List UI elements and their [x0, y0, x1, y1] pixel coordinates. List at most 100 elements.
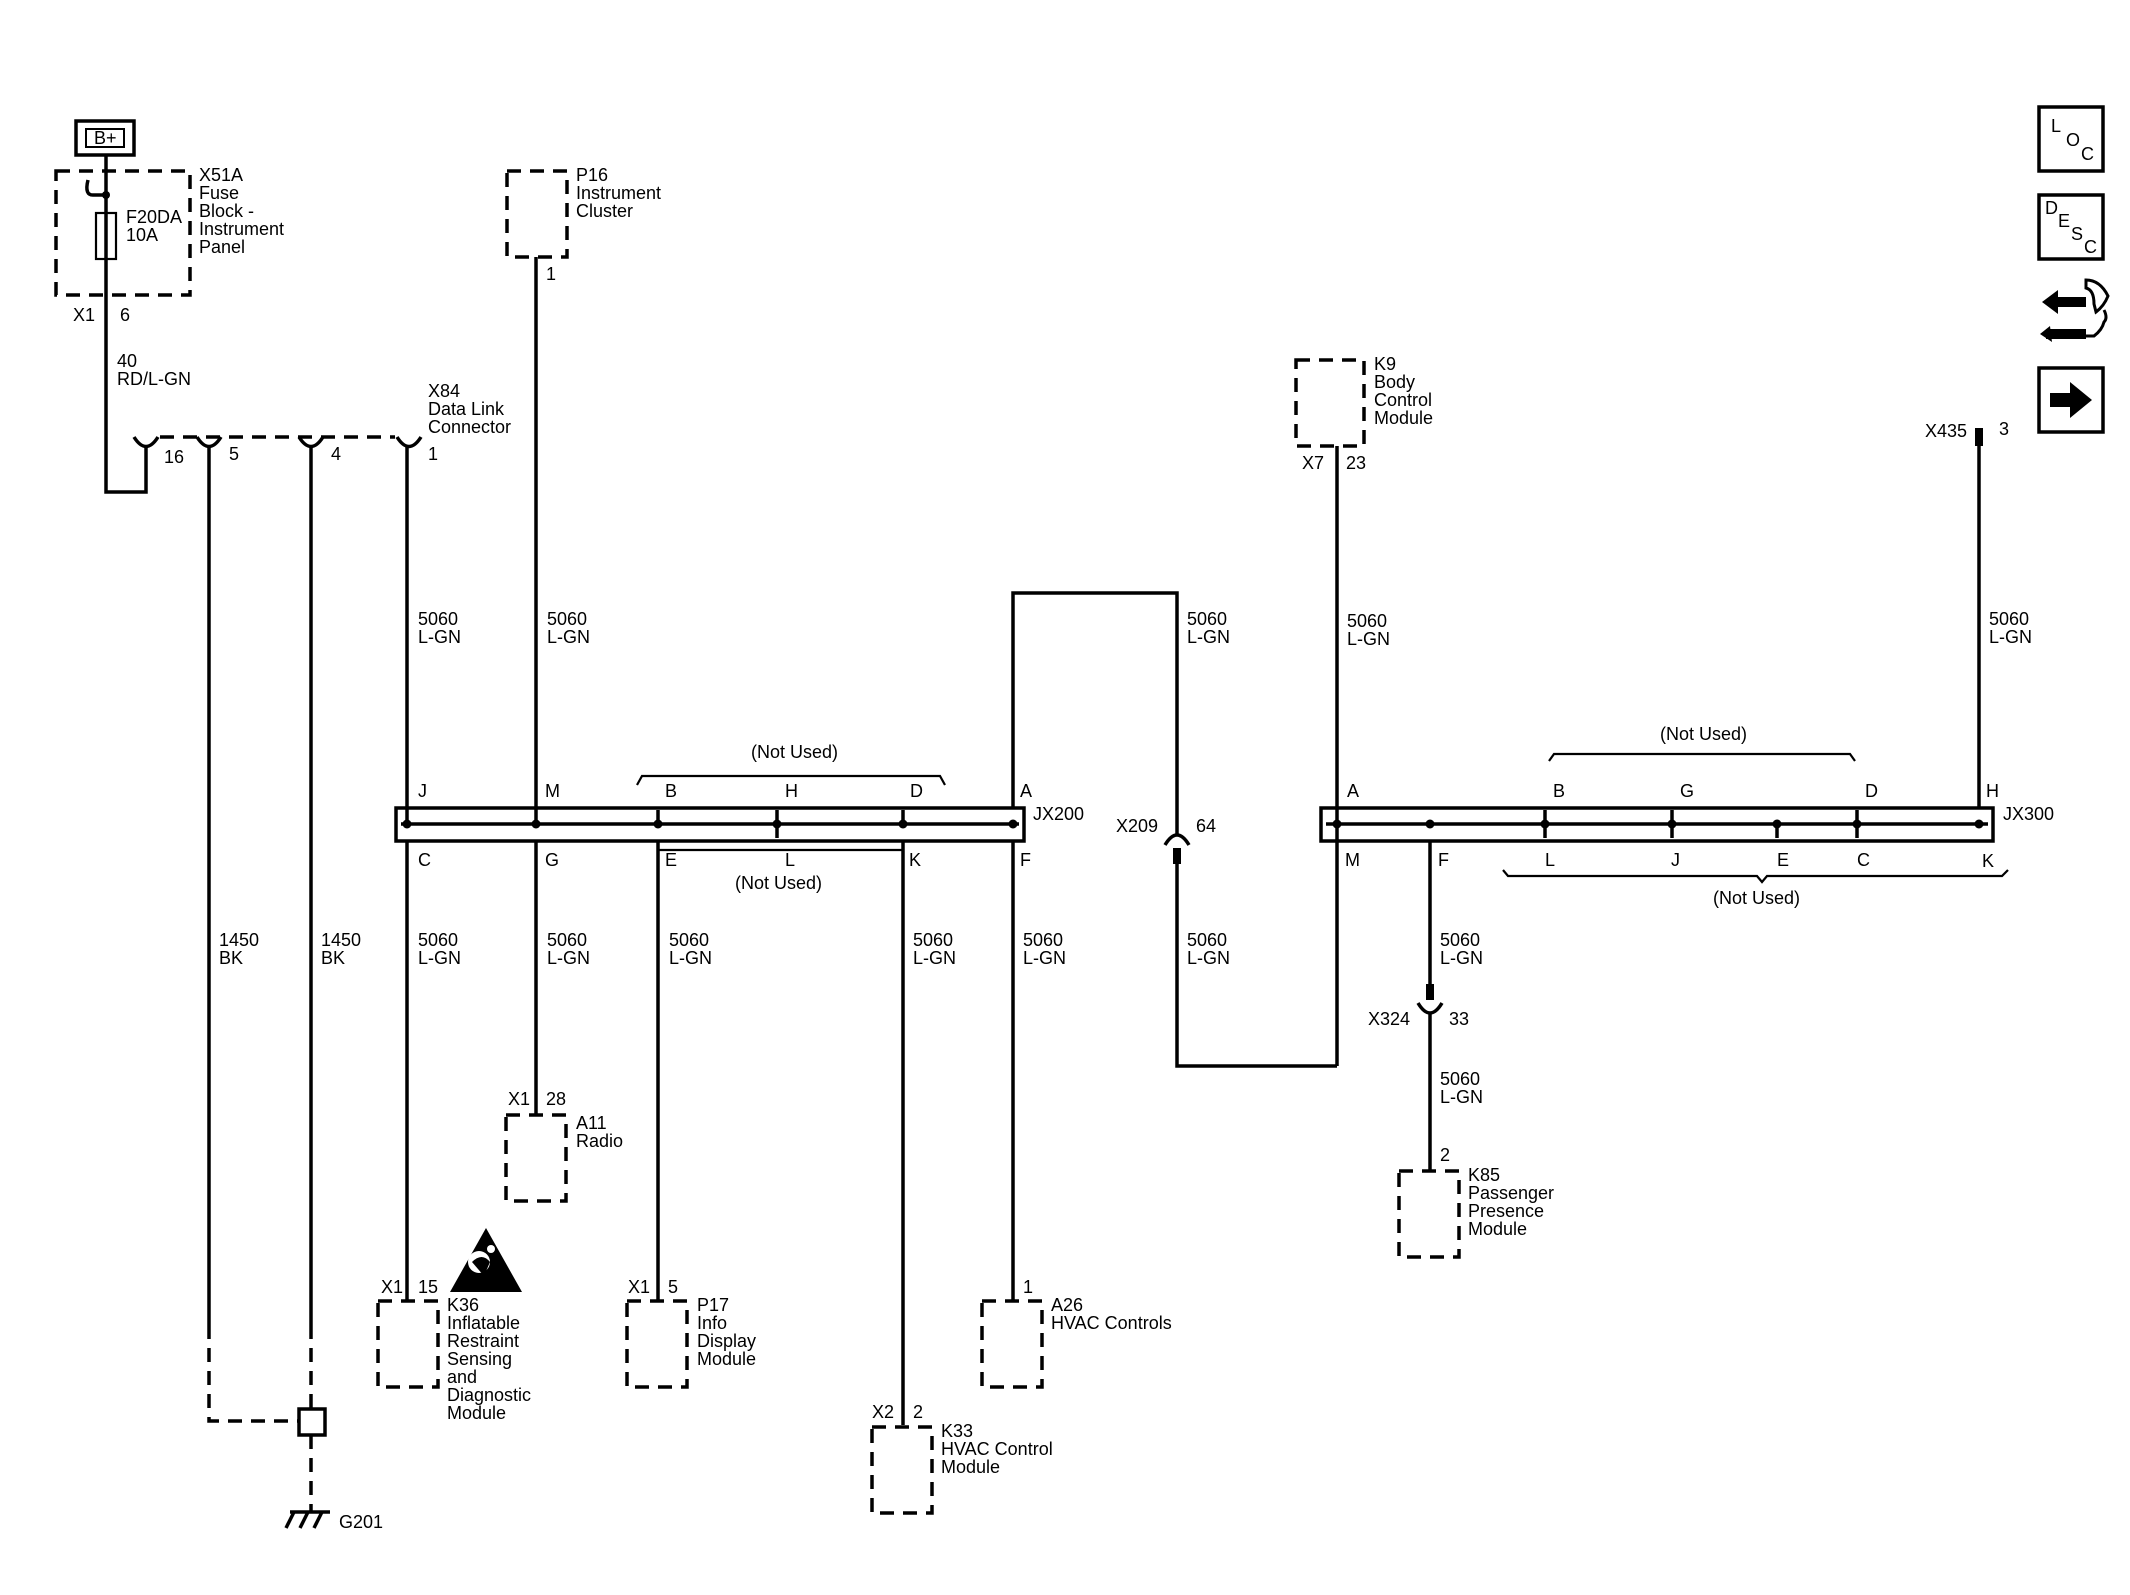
dlc-pin-5: 5	[229, 444, 239, 464]
jx200-pin-F: F	[1020, 850, 1031, 870]
hvac-controls-outline	[980, 1299, 1044, 1389]
jx200-not-used-top: (Not Used)	[751, 742, 838, 762]
jx200-pin-B: B	[665, 781, 677, 801]
loc-button[interactable]: L O C	[2037, 105, 2105, 173]
jx300-outline	[1319, 806, 1995, 843]
jx300-not-used-bottom: (Not Used)	[1713, 888, 1800, 908]
wire-color-jx300-f: L-GN	[1440, 948, 1483, 968]
jx200-outline	[394, 806, 1026, 843]
hvac-controls-id: A26	[1051, 1295, 1083, 1315]
dlc-name-2: Connector	[428, 417, 511, 437]
jx200-pin-J: J	[418, 781, 427, 801]
jx300-pin-H: H	[1986, 781, 1999, 801]
body-control-module-outline	[1294, 358, 1366, 448]
bcm-id: K9	[1374, 354, 1396, 374]
fuse-feed-wire	[104, 295, 148, 494]
wire-circuit-ipc: 5060	[547, 609, 587, 629]
jx200-not-used-bottom: (Not Used)	[735, 873, 822, 893]
jx300-pin-K: K	[1982, 851, 1994, 871]
ground-id: G201	[339, 1512, 383, 1532]
wire-color-x324: L-GN	[1440, 1087, 1483, 1107]
radio-name: Radio	[576, 1131, 623, 1151]
fuse-block-name-2: Block -	[199, 201, 254, 221]
hvac-module-connector: X2	[872, 1402, 894, 1422]
jx200-pin-A: A	[1020, 781, 1032, 801]
airbag-name-6: Module	[447, 1403, 506, 1423]
passenger-presence-outline	[1397, 1169, 1461, 1259]
hvac-module-name-1: HVAC Control	[941, 1439, 1053, 1459]
fuse-block-outline	[54, 169, 192, 297]
jx200-pin-H: H	[785, 781, 798, 801]
jx200-pin-M: M	[545, 781, 560, 801]
wire-circuit-bcm: 5060	[1347, 611, 1387, 631]
x324-connector	[1416, 1002, 1444, 1015]
next-button[interactable]	[2037, 366, 2105, 434]
wire-circuit-f: 5060	[1023, 930, 1063, 950]
x324-id: X324	[1368, 1009, 1410, 1029]
airbag-name-4: and	[447, 1367, 477, 1387]
airbag-module-outline	[376, 1299, 440, 1389]
jx300-pin-J: J	[1671, 850, 1680, 870]
wire-color-bcm: L-GN	[1347, 629, 1390, 649]
jx300-not-used-top: (Not Used)	[1660, 724, 1747, 744]
dlc-pin-1: 1	[428, 444, 438, 464]
wire-circuit-c: 5060	[418, 930, 458, 950]
desc-button[interactable]: D E S C	[2037, 193, 2105, 261]
instrument-cluster-id: P16	[576, 165, 608, 185]
fuse-rating: 10A	[126, 225, 158, 245]
bcm-name-2: Control	[1374, 390, 1432, 410]
passenger-presence-pin: 2	[1440, 1145, 1450, 1165]
airbag-name-1: Inflatable	[447, 1313, 520, 1333]
jx300-pin-F: F	[1438, 850, 1449, 870]
desc-letter-4: C	[2084, 237, 2097, 257]
x324-pin: 33	[1449, 1009, 1469, 1029]
jx300-pin-D: D	[1865, 781, 1878, 801]
airbag-warning-icon	[450, 1228, 522, 1292]
wire-color-x435: L-GN	[1989, 627, 2032, 647]
wire-circuit-k: 5060	[913, 930, 953, 950]
jx200-pin-D: D	[910, 781, 923, 801]
loc-letter-3: C	[2081, 144, 2094, 164]
jx200-pin-G: G	[545, 850, 559, 870]
instrument-cluster-name-2: Cluster	[576, 201, 633, 221]
bcm-connector: X7	[1302, 453, 1324, 473]
jx300-pin-E: E	[1777, 850, 1789, 870]
airbag-name-2: Restraint	[447, 1331, 519, 1351]
fuse-block-name-1: Fuse	[199, 183, 239, 203]
wire-color-c: L-GN	[418, 948, 461, 968]
bcm-name-3: Module	[1374, 408, 1433, 428]
wire-color-f: L-GN	[1023, 948, 1066, 968]
desc-letter-2: E	[2058, 211, 2070, 231]
radio-id: A11	[576, 1113, 607, 1133]
desc-letter-1: D	[2045, 198, 2058, 218]
fuse-block-name-3: Instrument	[199, 219, 284, 239]
hvac-controls-pin: 1	[1023, 1277, 1033, 1297]
airbag-name-5: Diagnostic	[447, 1385, 531, 1405]
tool-swap-icon[interactable]	[2040, 278, 2110, 342]
battery-label: B+	[94, 128, 117, 148]
fuse-block-connector: X1	[73, 305, 95, 325]
ground-wire-color-2: BK	[321, 948, 345, 968]
jx300-not-used-bracket-bottom	[1502, 869, 2009, 884]
wire-color-e: L-GN	[669, 948, 712, 968]
airbag-connector: X1	[381, 1277, 403, 1297]
wire-circuit-g: 5060	[547, 930, 587, 950]
x435-terminal	[1975, 428, 1983, 446]
dlc-name-1: Data Link	[428, 399, 505, 419]
jx200-pin-K: K	[909, 850, 921, 870]
jx200-a-wire	[1011, 591, 1179, 835]
info-display-name-1: Info	[697, 1313, 727, 1333]
ground-splice	[297, 1407, 327, 1437]
hvac-controls-name: HVAC Controls	[1051, 1313, 1172, 1333]
info-display-pin: 5	[668, 1277, 678, 1297]
wire-circuit-x435: 5060	[1989, 609, 2029, 629]
jx200-not-used-bracket-bottom	[656, 846, 905, 852]
x209-id: X209	[1116, 816, 1158, 836]
passenger-presence-name-3: Module	[1468, 1219, 1527, 1239]
jx300-pin-C: C	[1857, 850, 1870, 870]
desc-letter-3: S	[2071, 224, 2083, 244]
wire-circuit-jx300-f: 5060	[1440, 930, 1480, 950]
jx200-pin-L: L	[785, 850, 795, 870]
wire-circuit-x209-bottom: 5060	[1187, 930, 1227, 950]
